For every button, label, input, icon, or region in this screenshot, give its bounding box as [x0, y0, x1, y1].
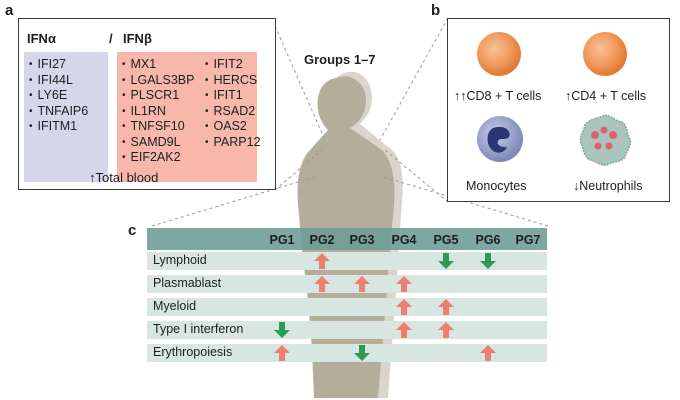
gene-item: MX1	[122, 57, 194, 73]
panel-b-box: ↑↑CD8 + T cells ↑CD4 + T cells Monocytes	[447, 18, 670, 202]
gene-item: PARP12	[205, 135, 261, 151]
panel-c-letter: c	[128, 222, 137, 239]
down-arrow-icon	[274, 322, 290, 338]
monocytes-label: Monocytes	[466, 179, 527, 193]
gene-item: HERCS	[205, 73, 261, 89]
down-arrow-icon	[438, 253, 454, 269]
pg-column-header: PG3	[349, 233, 375, 247]
ifna-gene-list: IFI27IFI44LLY6ETNFAIP6IFITM1	[24, 52, 108, 135]
gene-item: TNFSF10	[122, 119, 194, 135]
cd8-label: ↑↑CD8 + T cells	[454, 89, 542, 103]
monocyte-icon	[477, 116, 523, 162]
up-arrow-icon	[480, 345, 496, 361]
ifnb-title: IFNβ	[123, 31, 152, 46]
down-arrow-icon	[354, 345, 370, 361]
panel-a-letter: a	[5, 2, 14, 19]
gene-item: IFIT2	[205, 57, 261, 73]
row-label: Myeloid	[153, 299, 197, 313]
ifnb-gene-list-col2: IFIT2HERCSIFIT1RSAD2OAS2PARP12	[205, 57, 261, 150]
gene-item: IFI27	[29, 57, 108, 73]
up-arrow-icon	[314, 253, 330, 269]
pg-column-header: PG5	[433, 233, 459, 247]
pg-header-band	[147, 228, 547, 250]
table-row	[147, 275, 547, 293]
groups-label: Groups 1–7	[304, 52, 376, 67]
ifnb-gene-box: MX1LGALS3BPPLSCR1IL1RNTNFSF10SAMD9LEIF2A…	[117, 52, 261, 182]
gene-item: OAS2	[205, 119, 261, 135]
table-row	[147, 344, 547, 362]
pg-column-header: PG1	[269, 233, 295, 247]
up-arrow-icon	[354, 276, 370, 292]
gene-item: SAMD9L	[122, 135, 194, 151]
up-arrow-icon	[274, 345, 290, 361]
row-label: Type I interferon	[153, 322, 244, 336]
ifna-title: IFNα	[27, 31, 56, 46]
row-label: Erythropoiesis	[153, 345, 233, 359]
gene-item: RSAD2	[205, 104, 261, 120]
pg-column-header: PG7	[515, 233, 541, 247]
table-row	[147, 298, 547, 316]
gene-item: IL1RN	[122, 104, 194, 120]
up-arrow-icon	[438, 299, 454, 315]
title-slash: /	[109, 31, 113, 46]
neutrophil-icon	[579, 114, 632, 166]
up-arrow-icon	[396, 299, 412, 315]
row-label: Lymphoid	[153, 253, 207, 267]
up-arrow-icon	[314, 276, 330, 292]
total-blood-label: ↑Total blood	[89, 170, 159, 185]
gene-item: LGALS3BP	[122, 73, 195, 89]
gene-item: EIF2AK2	[122, 150, 194, 166]
gene-item: IFI44L	[29, 73, 108, 89]
ifnb-gene-list-col1: MX1LGALS3BPPLSCR1IL1RNTNFSF10SAMD9LEIF2A…	[122, 57, 195, 166]
panel-b-letter: b	[431, 2, 441, 19]
up-arrow-icon	[396, 276, 412, 292]
row-label: Plasmablast	[153, 276, 222, 290]
pg-column-header: PG6	[475, 233, 501, 247]
gene-item: LY6E	[29, 88, 108, 104]
pg-column-header: PG4	[391, 233, 417, 247]
cd8-t-cell-icon	[477, 32, 521, 76]
pg-column-header: PG2	[309, 233, 335, 247]
ifna-gene-box: IFI27IFI44LLY6ETNFAIP6IFITM1	[24, 52, 108, 182]
cd4-label: ↑CD4 + T cells	[565, 89, 647, 103]
cd4-t-cell-icon	[583, 32, 627, 76]
gene-item: IFIT1	[205, 88, 261, 104]
down-arrow-icon	[480, 253, 496, 269]
gene-item: PLSCR1	[122, 88, 194, 104]
up-arrow-icon	[438, 322, 454, 338]
panel-a-box: IFNα / IFNβ IFI27IFI44LLY6ETNFAIP6IFITM1…	[18, 18, 276, 190]
neutrophils-label: ↓Neutrophils	[573, 179, 643, 193]
gene-item: TNFAIP6	[29, 104, 108, 120]
gene-item: IFITM1	[29, 119, 108, 135]
up-arrow-icon	[396, 322, 412, 338]
